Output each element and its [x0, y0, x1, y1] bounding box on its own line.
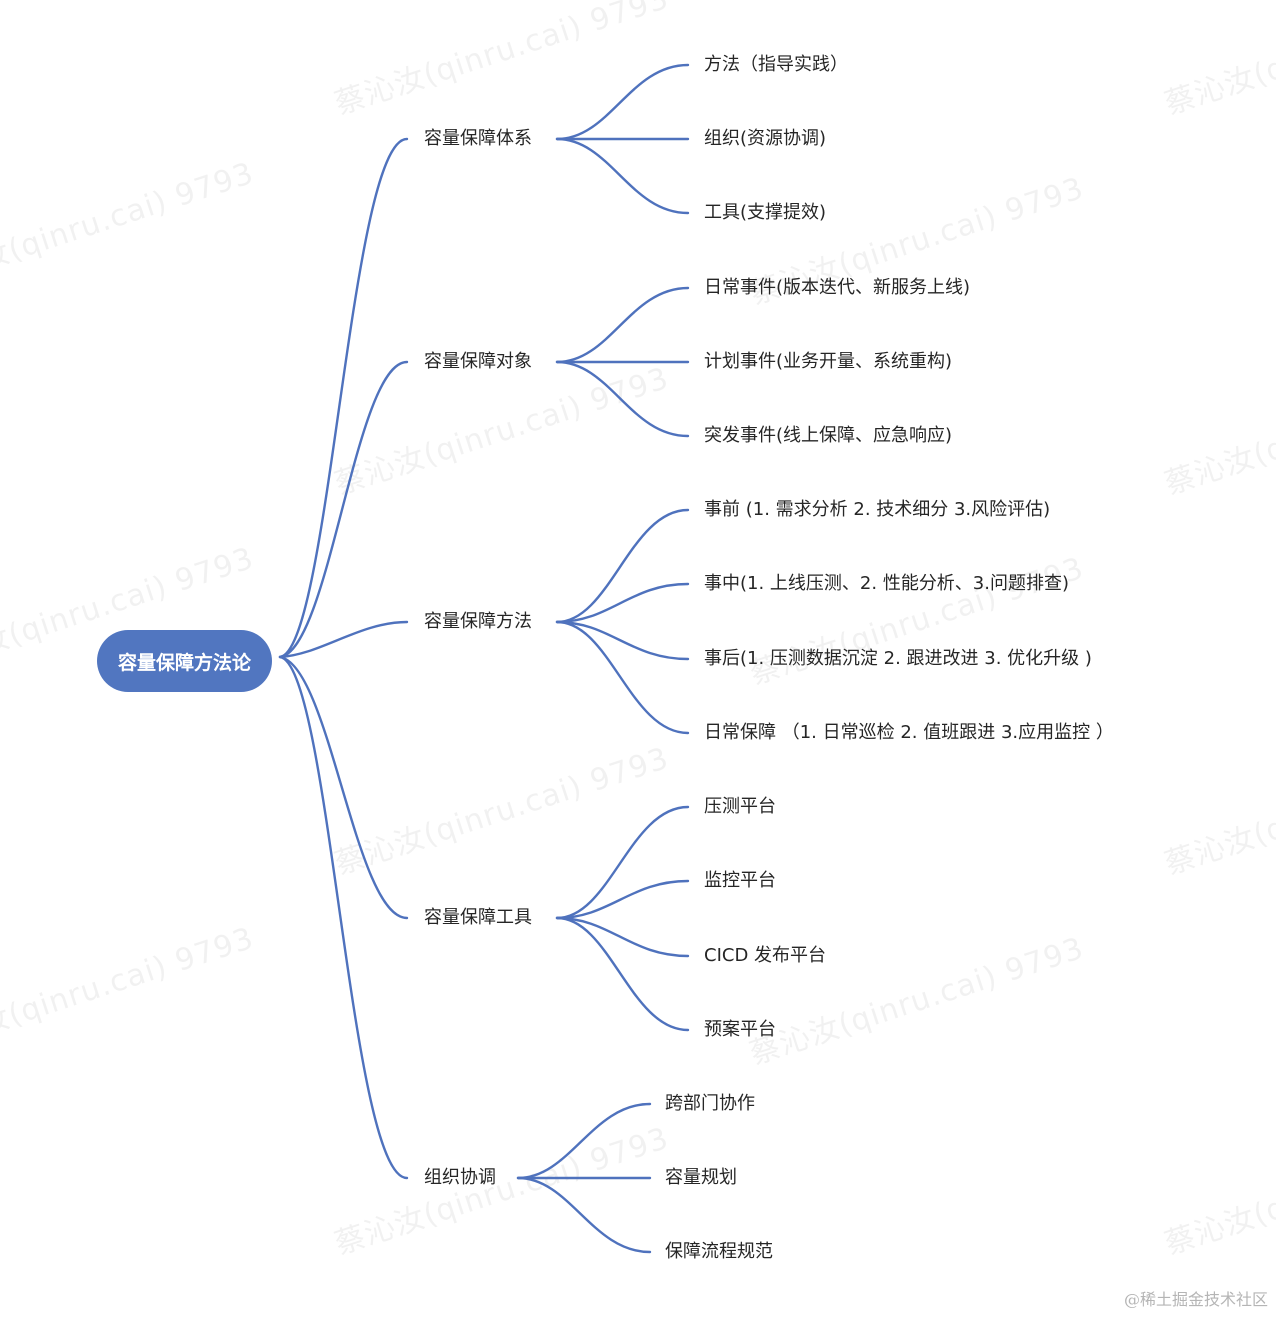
leaf-node[interactable]: 容量规划 — [665, 1167, 737, 1188]
branch-node-system[interactable]: 容量保障体系 — [424, 128, 532, 149]
connector-root-to-object — [278, 360, 409, 659]
branch-node-tool[interactable]: 容量保障工具 — [424, 907, 532, 928]
leaf-node[interactable]: 突发事件(线上保障、应急响应) — [704, 425, 953, 446]
leaf-node[interactable]: 跨部门协作 — [665, 1093, 755, 1114]
leaf-node[interactable]: 方法（指导实践） — [704, 54, 848, 75]
leaf-node[interactable]: 压测平台 — [704, 796, 776, 817]
leaf-node[interactable]: 监控平台 — [704, 870, 776, 891]
leaf-node[interactable]: 保障流程规范 — [665, 1241, 773, 1262]
leaf-node[interactable]: 事前 (1. 需求分析 2. 技术细分 3.风险评估) — [704, 499, 1051, 520]
leaf-node[interactable]: 计划事件(业务开量、系统重构) — [704, 351, 953, 372]
connector-root-to-tool — [278, 655, 409, 920]
root-node[interactable]: 容量保障方法论 — [97, 630, 272, 692]
leaf-node[interactable]: 工具(支撑提效) — [704, 202, 827, 223]
leaf-node[interactable]: CICD 发布平台 — [704, 945, 827, 966]
connector-root-to-org — [278, 655, 409, 1180]
leaf-node[interactable]: 事后(1. 压测数据沉淀 2. 跟进改进 3. 优化升级 ) — [704, 648, 1092, 669]
branch-node-method[interactable]: 容量保障方法 — [424, 611, 532, 632]
leaf-node[interactable]: 事中(1. 上线压测、2. 性能分析、3.问题排查) — [704, 573, 1070, 594]
leaf-node[interactable]: 日常事件(版本迭代、新服务上线) — [704, 277, 971, 298]
branch-node-object[interactable]: 容量保障对象 — [424, 351, 532, 372]
leaf-node[interactable]: 日常保障 （1. 日常巡检 2. 值班跟进 3.应用监控 ） — [704, 722, 1114, 743]
connector-root-to-system — [278, 137, 409, 659]
branch-node-org[interactable]: 组织协调 — [424, 1167, 496, 1188]
connector-root-to-method — [278, 620, 409, 659]
leaf-node[interactable]: 组织(资源协调) — [704, 128, 827, 149]
source-credit: @稀土掘金技术社区 — [1123, 1290, 1268, 1309]
leaf-node[interactable]: 预案平台 — [704, 1019, 776, 1040]
